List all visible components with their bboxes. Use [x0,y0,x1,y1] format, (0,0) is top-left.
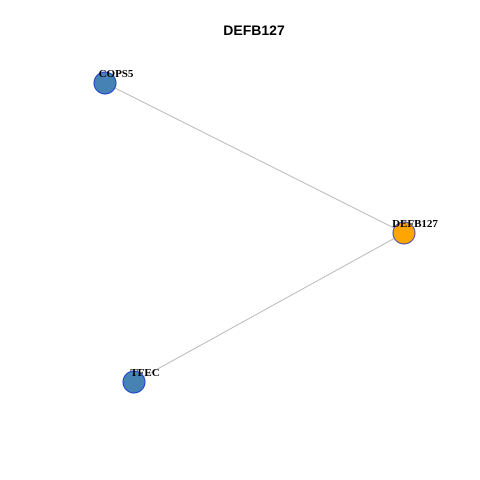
edge-defb127-cops5 [104,82,405,234]
node-cops5: COPS5 [93,68,134,95]
edge-defb127-tfec [133,232,405,383]
node-circle-defb127 [392,221,416,245]
node-label-cops5: COPS5 [99,68,134,80]
edge-layer [104,82,405,383]
node-defb127: DEFB127 [392,218,438,245]
diagram-title: DEFB127 [223,22,285,38]
node-label-tfec: TFEC [130,367,159,379]
node-tfec: TFEC [122,367,160,394]
node-circle-tfec [122,370,146,394]
node-label-defb127: DEFB127 [392,218,438,230]
node-circle-cops5 [93,71,117,95]
